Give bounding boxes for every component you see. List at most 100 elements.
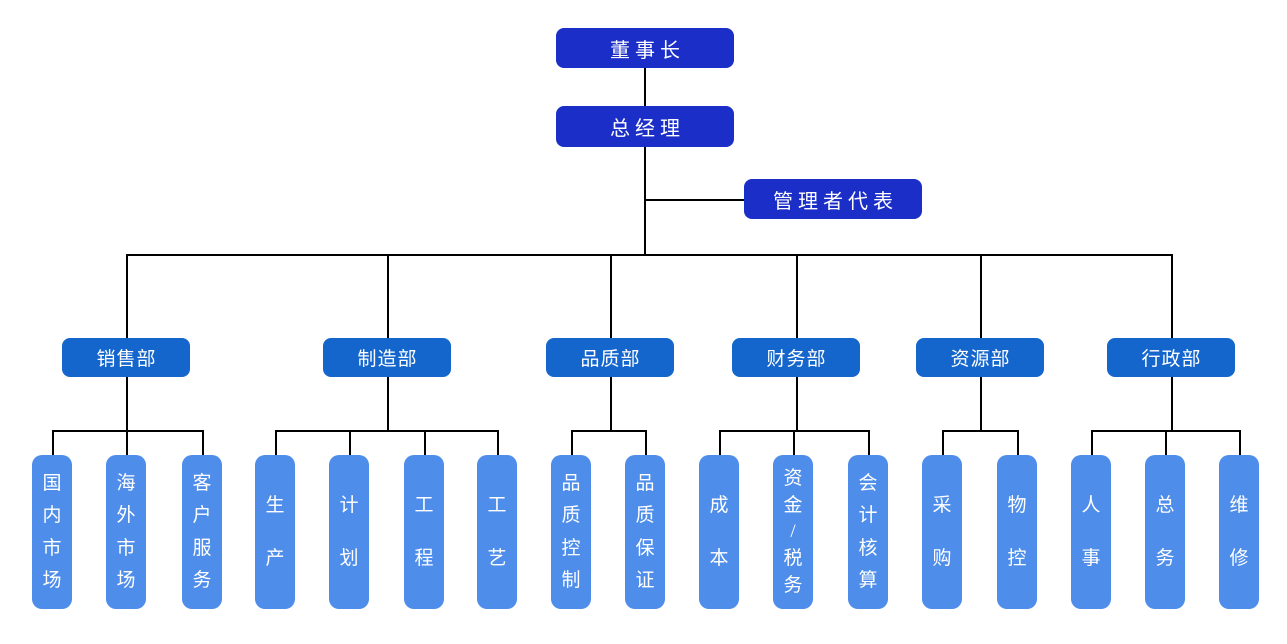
connector-dept-stem <box>980 377 982 430</box>
unit-label-char: 人 <box>1081 494 1101 516</box>
connector-unit-drop <box>571 430 573 455</box>
unit-label-char: 质 <box>635 505 655 527</box>
unit-label-char: 成 <box>709 494 729 516</box>
connector-rep-branch <box>644 199 744 201</box>
unit-label-char: 服 <box>192 537 212 559</box>
org-node-unit[interactable]: 客户服务 <box>182 455 222 609</box>
connector-distribution <box>126 254 1173 256</box>
connector-child-line <box>52 430 204 432</box>
unit-label-char: 场 <box>116 569 136 591</box>
unit-label-char: 国 <box>42 473 62 495</box>
connector-unit-drop <box>645 430 647 455</box>
org-node-management-rep[interactable]: 管理者代表 <box>744 179 922 219</box>
unit-label-char: 证 <box>635 569 655 591</box>
org-node-department[interactable]: 销售部 <box>62 338 190 377</box>
org-node-department[interactable]: 品质部 <box>546 338 674 377</box>
connector-child-line <box>571 430 647 432</box>
connector-dept-stem <box>796 377 798 430</box>
unit-label-char: 内 <box>42 505 62 527</box>
unit-label-char: 会 <box>858 473 878 495</box>
org-node-department[interactable]: 财务部 <box>732 338 860 377</box>
chairman-label: 董事长 <box>610 39 685 62</box>
unit-label-char: 核 <box>858 537 878 559</box>
org-node-unit[interactable]: 计划 <box>329 455 369 609</box>
unit-label-char: 务 <box>1155 548 1175 570</box>
department-label: 制造部 <box>357 349 418 370</box>
unit-label-char: 生 <box>265 494 285 516</box>
org-node-unit[interactable]: 总务 <box>1145 455 1185 609</box>
org-node-unit[interactable]: 资金 / 税务 <box>773 455 813 609</box>
unit-label-char: 划 <box>339 548 359 570</box>
unit-label-char: 务 <box>783 575 803 597</box>
unit-label-char: 控 <box>561 537 581 559</box>
connector-dept-drop <box>126 254 128 338</box>
unit-label-char: 制 <box>561 569 581 591</box>
org-node-unit[interactable]: 物控 <box>997 455 1037 609</box>
org-node-general-manager[interactable]: 总经理 <box>556 106 734 147</box>
unit-label-char: 计 <box>858 505 878 527</box>
connector-dept-stem <box>387 377 389 430</box>
unit-label-char: 算 <box>858 569 878 591</box>
connector-gm-trunk <box>644 147 646 256</box>
org-node-unit[interactable]: 工艺 <box>477 455 517 609</box>
unit-label-char: 物 <box>1007 494 1027 516</box>
unit-label-char: 市 <box>42 537 62 559</box>
unit-label-char: 税 <box>783 548 803 570</box>
org-node-unit[interactable]: 海外市场 <box>106 455 146 609</box>
unit-label-char: 金 <box>783 494 803 516</box>
department-label: 品质部 <box>580 349 641 370</box>
unit-label-char: 计 <box>339 494 359 516</box>
connector-unit-drop <box>1017 430 1019 455</box>
connector-dept-stem <box>610 377 612 430</box>
connector-unit-drop <box>424 430 426 455</box>
connector-unit-drop <box>942 430 944 455</box>
org-node-department[interactable]: 制造部 <box>323 338 451 377</box>
unit-label-char: 产 <box>265 548 285 570</box>
unit-label-char: 市 <box>116 537 136 559</box>
unit-label-char: 本 <box>709 548 729 570</box>
unit-label-char: 程 <box>414 548 434 570</box>
connector-unit-drop <box>719 430 721 455</box>
connector-dept-stem <box>1171 377 1173 430</box>
org-node-department[interactable]: 资源部 <box>916 338 1044 377</box>
org-node-unit[interactable]: 成本 <box>699 455 739 609</box>
connector-dept-drop <box>980 254 982 338</box>
org-node-unit[interactable]: 品质保证 <box>625 455 665 609</box>
unit-label-char: 外 <box>116 505 136 527</box>
unit-label-char: 总 <box>1155 494 1175 516</box>
connector-unit-drop <box>497 430 499 455</box>
unit-label-char: 务 <box>192 569 212 591</box>
connector-child-line <box>275 430 499 432</box>
org-node-unit[interactable]: 会计核算 <box>848 455 888 609</box>
connector-dept-drop <box>796 254 798 338</box>
org-node-unit[interactable]: 维修 <box>1219 455 1259 609</box>
org-node-unit[interactable]: 国内市场 <box>32 455 72 609</box>
unit-label-char: 控 <box>1007 548 1027 570</box>
department-label: 行政部 <box>1141 349 1202 370</box>
connector-dept-drop <box>387 254 389 338</box>
org-node-chairman[interactable]: 董事长 <box>556 28 734 68</box>
connector-unit-drop <box>52 430 54 455</box>
department-label: 销售部 <box>96 349 157 370</box>
unit-label-char: 艺 <box>487 548 507 570</box>
org-node-department[interactable]: 行政部 <box>1107 338 1235 377</box>
unit-label-char: 资 <box>783 467 803 489</box>
unit-label-char: 海 <box>116 473 136 495</box>
unit-label-char: / <box>790 521 796 543</box>
org-node-unit[interactable]: 品质控制 <box>551 455 591 609</box>
unit-label-char: 工 <box>487 494 507 516</box>
connector-child-line <box>942 430 1019 432</box>
org-node-unit[interactable]: 采购 <box>922 455 962 609</box>
org-node-unit[interactable]: 工程 <box>404 455 444 609</box>
connector-unit-drop <box>202 430 204 455</box>
unit-label-char: 场 <box>42 569 62 591</box>
unit-label-char: 采 <box>932 494 952 516</box>
org-node-unit[interactable]: 人事 <box>1071 455 1111 609</box>
connector-dept-drop <box>1171 254 1173 338</box>
unit-label-char: 事 <box>1081 548 1101 570</box>
connector-unit-drop <box>349 430 351 455</box>
connector-chairman-gm <box>644 68 646 106</box>
department-label: 资源部 <box>950 349 1011 370</box>
org-node-unit[interactable]: 生产 <box>255 455 295 609</box>
